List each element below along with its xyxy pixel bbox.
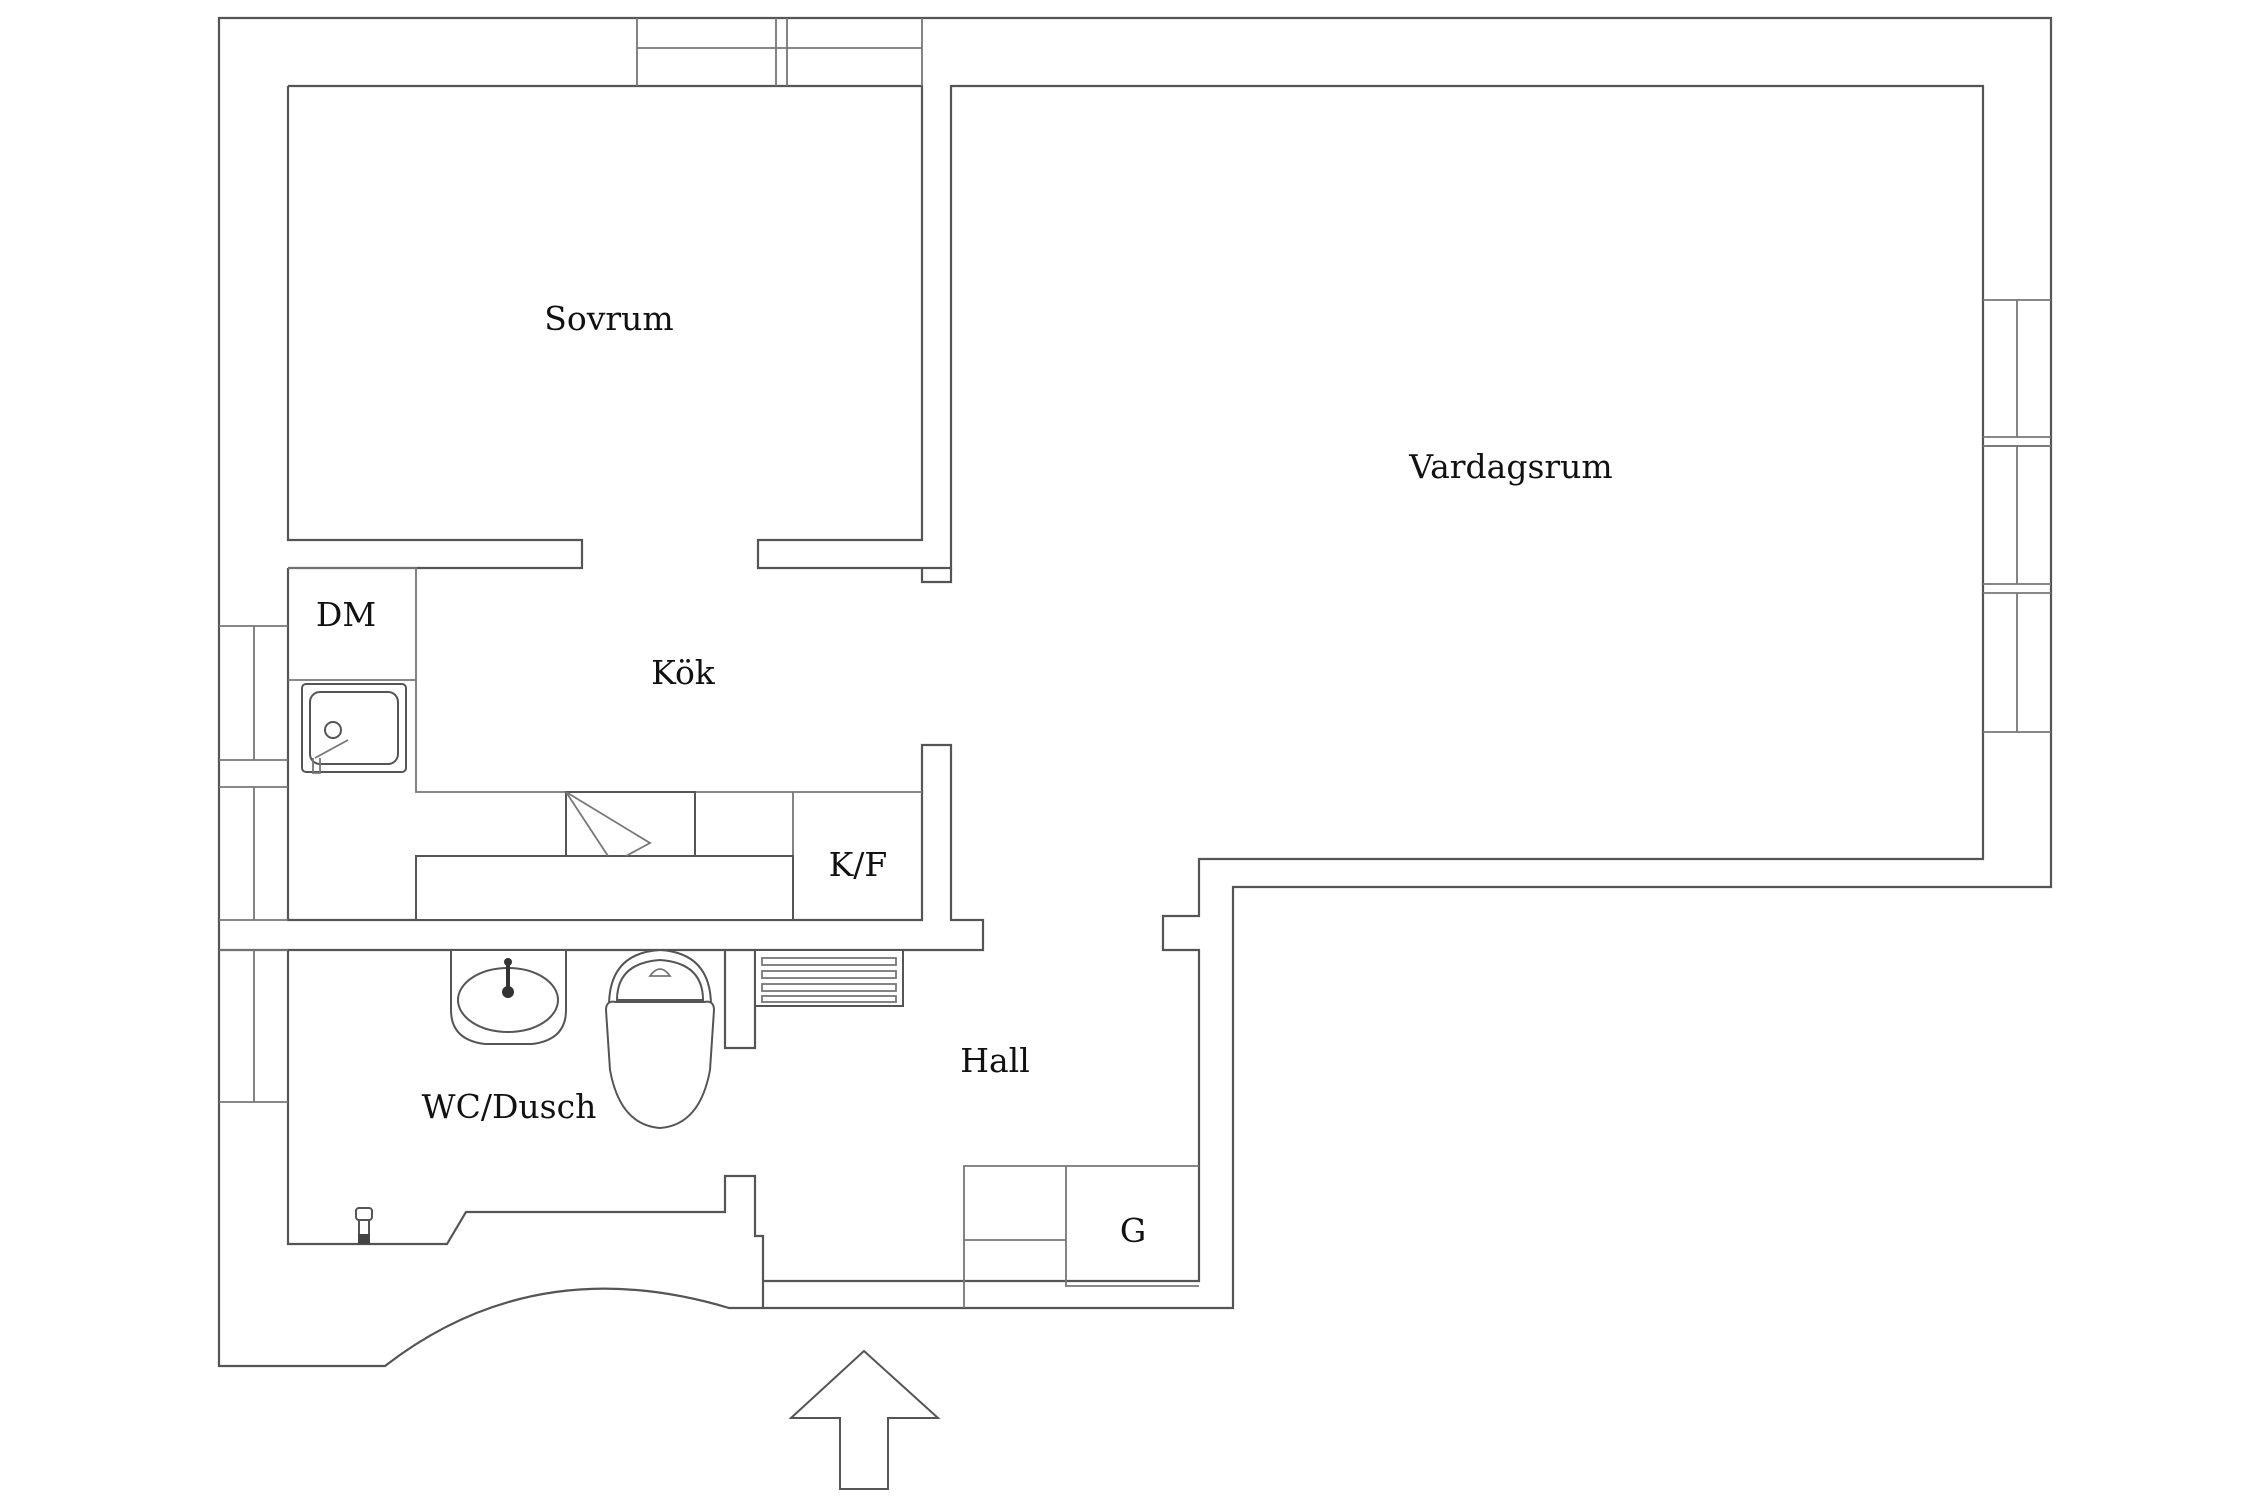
hall: Hall G [960, 1041, 1199, 1308]
dm-cabinet [288, 567, 417, 681]
room-label-kf: K/F [829, 845, 888, 884]
entrance-arrow-icon [788, 1349, 941, 1490]
bathroom: WC/Dusch [219, 948, 904, 1308]
bedroom-wall [288, 84, 1985, 1283]
living-room-divider [920, 568, 953, 584]
bathroom-partition [723, 950, 757, 1050]
stove-hood-icon [565, 791, 696, 857]
room-label-dm: DM [316, 595, 376, 634]
outer-walls [217, 16, 2053, 1368]
kitchen: DM Kök K/F [219, 567, 985, 952]
living-room: Vardagsrum [920, 299, 2051, 733]
washbasin-icon [450, 949, 567, 1045]
bedroom-window [636, 18, 923, 86]
kitchen-sink-icon [301, 683, 407, 774]
room-label-kok: Kök [651, 653, 716, 692]
room-label-wc: WC/Dusch [422, 1087, 597, 1126]
radiator-icon [754, 949, 904, 1007]
bedroom-wall-left [286, 86, 584, 570]
living-room-window-lower [1983, 445, 2051, 733]
kitchen-window [219, 625, 288, 921]
toilet-icon [604, 948, 716, 1130]
kitchen-worktop [415, 855, 794, 921]
outer-wall-outline [217, 16, 2053, 1368]
room-label-hall: Hall [960, 1041, 1030, 1080]
room-label-vardagsrum: Vardagsrum [1408, 447, 1612, 486]
bathroom-window [219, 949, 288, 1103]
room-label-sovrum: Sovrum [544, 299, 673, 338]
hall-closet [963, 1165, 1199, 1308]
room-label-g: G [1120, 1211, 1146, 1250]
living-room-window-upper [1983, 299, 2051, 447]
shower-head-icon [355, 1207, 373, 1244]
bedroom: Sovrum [286, 18, 1985, 1283]
